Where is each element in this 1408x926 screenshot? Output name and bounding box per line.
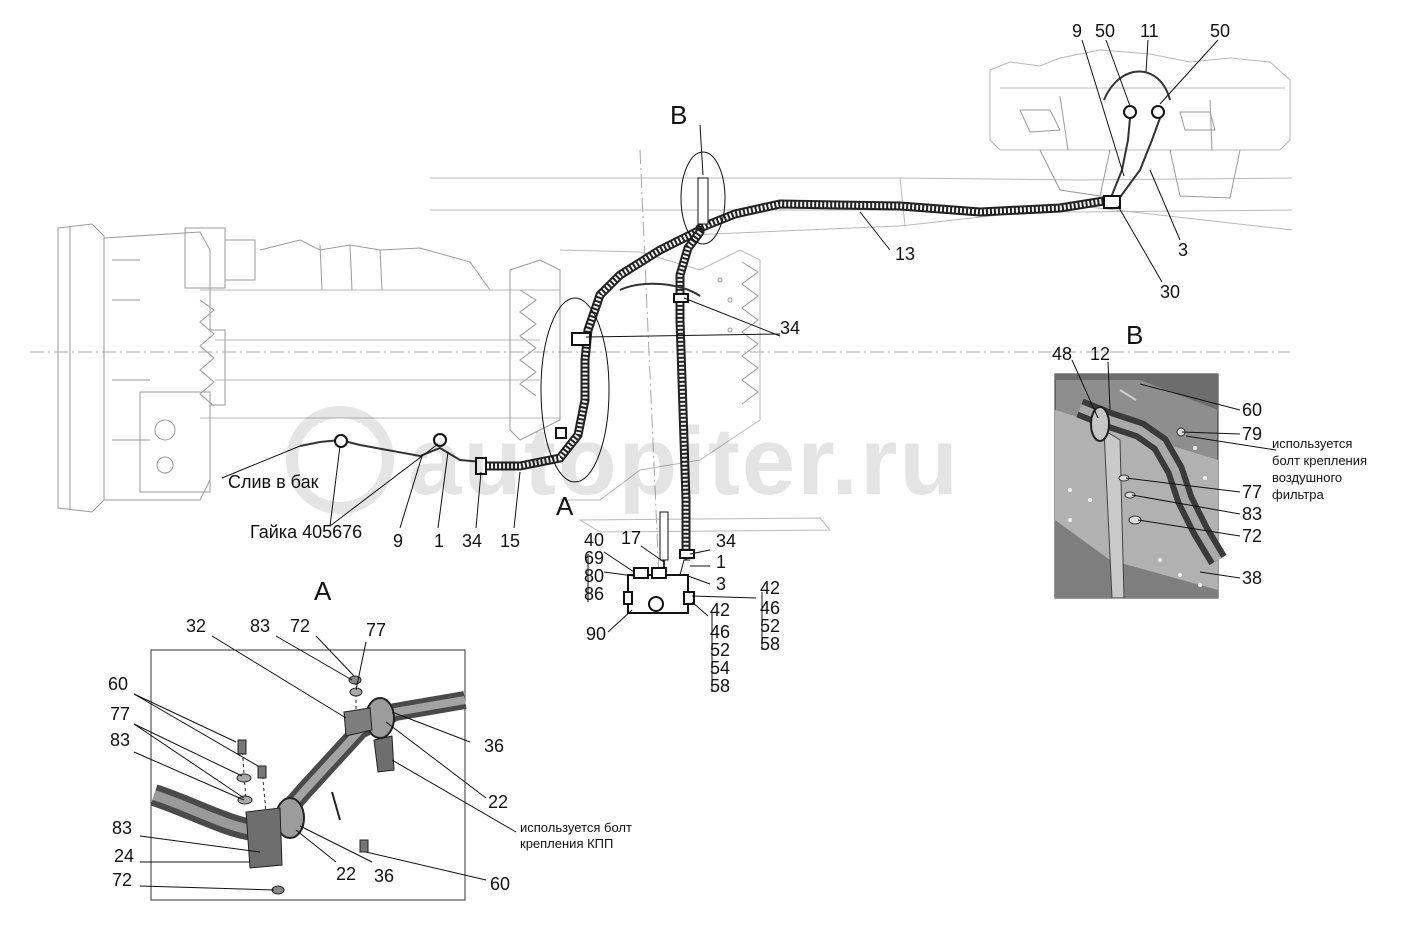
watermark-text: autopiter.ru bbox=[408, 408, 960, 515]
a-label-83-left: 83 bbox=[110, 730, 130, 750]
b-label-72: 72 bbox=[1242, 526, 1262, 546]
stack-right-3: 52 bbox=[760, 616, 780, 636]
label-9-bottom: 9 bbox=[393, 531, 403, 551]
stack-left-1: 40 bbox=[584, 530, 604, 550]
a-label-72-bottom: 72 bbox=[112, 870, 132, 890]
stack-right-1: 42 bbox=[760, 578, 780, 598]
label-1-bottom: 1 bbox=[434, 531, 444, 551]
b-note-line2: болт крепления bbox=[1272, 453, 1367, 468]
label-90: 90 bbox=[586, 624, 606, 644]
stack-left-3: 80 bbox=[584, 566, 604, 586]
stack-mid-2: 46 bbox=[710, 622, 730, 642]
b-note-line1: используется bbox=[1272, 436, 1352, 451]
stack-right-4: 58 bbox=[760, 634, 780, 654]
detail-b: В bbox=[1052, 320, 1367, 599]
label-11: 11 bbox=[1140, 21, 1159, 41]
detail-a-title: А bbox=[314, 576, 332, 606]
label-30: 30 bbox=[1160, 282, 1180, 302]
label-34-top: 34 bbox=[780, 318, 800, 338]
label-34-valve: 34 bbox=[716, 531, 736, 551]
a-label-83-top: 83 bbox=[250, 616, 270, 636]
b-note-line4: фильтра bbox=[1272, 487, 1324, 502]
watermark: autopiter.ru bbox=[286, 406, 960, 515]
a-label-77-left: 77 bbox=[110, 704, 130, 724]
label-15: 15 bbox=[500, 531, 520, 551]
b-label-83: 83 bbox=[1242, 504, 1262, 524]
main-labels: В А 9 50 11 50 13 3 30 34 Слив в бак Гай… bbox=[228, 21, 1230, 696]
nut-label: Гайка 405676 bbox=[250, 522, 362, 542]
main-leader-lines bbox=[221, 39, 1219, 692]
a-label-24: 24 bbox=[114, 846, 134, 866]
stack-mid-5: 58 bbox=[710, 676, 730, 696]
view-b-marker: В bbox=[670, 100, 687, 130]
label-17: 17 bbox=[621, 528, 641, 548]
stack-left-4: 86 bbox=[584, 584, 604, 604]
a-note-line2: крепления КПП bbox=[520, 836, 613, 851]
label-13: 13 bbox=[895, 244, 915, 264]
a-label-36-bottom: 36 bbox=[374, 866, 394, 886]
a-label-60-left: 60 bbox=[108, 674, 128, 694]
a-label-72-top: 72 bbox=[290, 616, 310, 636]
b-label-60: 60 bbox=[1242, 400, 1262, 420]
stack-left-2: 69 bbox=[584, 548, 604, 568]
a-label-36-right: 36 bbox=[484, 736, 504, 756]
detail-a: А bbox=[108, 576, 632, 901]
detail-b-drawing bbox=[1055, 374, 1227, 599]
stack-mid-4: 54 bbox=[710, 658, 730, 678]
label-3-top: 3 bbox=[1178, 240, 1188, 260]
view-a-marker: А bbox=[556, 491, 574, 521]
a-label-22-bottom: 22 bbox=[336, 864, 356, 884]
drain-label: Слив в бак bbox=[228, 472, 319, 492]
label-50-left: 50 bbox=[1095, 21, 1115, 41]
detail-a-drawing bbox=[150, 675, 467, 895]
a-label-83-bottom: 83 bbox=[112, 818, 132, 838]
label-1-valve: 1 bbox=[716, 552, 726, 572]
b-label-77: 77 bbox=[1242, 482, 1262, 502]
label-50-right: 50 bbox=[1210, 21, 1230, 41]
b-note-line3: воздушного bbox=[1272, 470, 1342, 485]
label-9-top: 9 bbox=[1072, 21, 1082, 41]
a-label-60-bottom: 60 bbox=[490, 874, 510, 894]
b-label-38: 38 bbox=[1242, 568, 1262, 588]
stack-right-2: 46 bbox=[760, 598, 780, 618]
b-label-79: 79 bbox=[1242, 424, 1262, 444]
tractor-frame-background bbox=[30, 49, 1293, 601]
label-3-valve: 3 bbox=[716, 574, 726, 594]
a-note-line1: используется болт bbox=[520, 820, 632, 835]
stack-mid-3: 52 bbox=[710, 640, 730, 660]
stack-mid-1: 42 bbox=[710, 600, 730, 620]
a-label-22-right: 22 bbox=[488, 792, 508, 812]
detail-b-title: В bbox=[1126, 320, 1143, 350]
a-label-77-top: 77 bbox=[366, 620, 386, 640]
b-label-12: 12 bbox=[1090, 344, 1110, 364]
label-34-bottom: 34 bbox=[462, 531, 482, 551]
hydraulic-lines bbox=[299, 70, 1171, 614]
valve-block bbox=[623, 559, 695, 614]
a-label-32: 32 bbox=[186, 616, 206, 636]
b-label-48: 48 bbox=[1052, 344, 1072, 364]
